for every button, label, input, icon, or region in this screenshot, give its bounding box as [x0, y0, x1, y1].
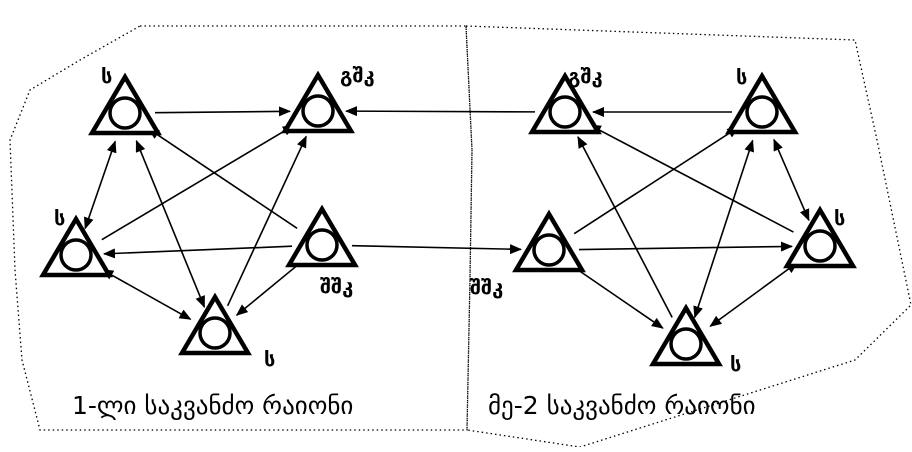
edges-layer [83, 106, 810, 329]
label-d2-gsk: გშკ [568, 64, 603, 88]
node-triangle [725, 71, 799, 135]
node-d2_s_bottom [649, 303, 723, 367]
node-triangle [285, 204, 359, 268]
node-triangle [528, 71, 602, 135]
node-circle [108, 96, 142, 130]
edge-d2_shk-d2_s_right [578, 241, 794, 252]
node-triangle [281, 70, 355, 134]
edge-d2_shk-d2_s_bottom [573, 266, 664, 329]
edge-d2_s_top-d2_s_right [773, 138, 810, 222]
edge-d2_shk-d2_s_top [573, 126, 740, 235]
node-triangle [39, 214, 113, 278]
node-triangle [649, 303, 723, 367]
edge-d2_s_bottom-d2_s_right [709, 261, 799, 327]
node-circle [548, 95, 582, 129]
node-d1_s_left [39, 214, 113, 278]
edge-d2_s_right-d2_gsk [588, 124, 794, 233]
edge-d1_s_top-d1_s_bottom [135, 139, 206, 309]
edge-d2_s_top-d2_s_bottom [693, 139, 754, 319]
node-d1_shk [285, 204, 359, 268]
node-d2_shk [512, 209, 586, 273]
district-2-boundary [465, 25, 912, 448]
edge-d1_shk-d1_s_left [102, 245, 293, 259]
edge-d2_s_bottom-d2_gsk [577, 135, 673, 318]
node-d1_s_bottom [178, 292, 252, 356]
node-circle [59, 238, 93, 272]
node-triangle [783, 205, 857, 269]
edge-d1_s_bottom-d1_gsk [226, 135, 307, 307]
edge-d1_shk-d1_s_bottom [235, 263, 300, 316]
edge-d2_gsk-d1_gsk [344, 106, 536, 117]
node-triangle [88, 72, 162, 136]
node-d2_s_top [725, 71, 799, 135]
label-d2-s-right: ს [834, 206, 845, 230]
caption-district-1: 1-ლი საკვანძო რაიონი [72, 391, 353, 420]
caption-district-2: მე-2 საკვანძო რაიონი [488, 391, 756, 420]
edge-d1_s_top-d1_gsk [154, 106, 292, 117]
edge-d1_s_left-d1_s_bottom [101, 268, 192, 320]
node-d1_gsk [281, 70, 355, 134]
node-triangle [178, 292, 252, 356]
label-d1-gsk: გშკ [340, 63, 375, 87]
edge-d1_s_left-d1_gsk [101, 124, 295, 241]
label-d1-s-bottom: ს [264, 347, 275, 371]
node-triangle [512, 209, 586, 273]
node-circle [803, 229, 837, 263]
label-d1-s-left: ს [54, 206, 65, 230]
node-d2_gsk [528, 71, 602, 135]
label-d1-shk: შშკ [320, 274, 353, 298]
node-circle [305, 228, 339, 262]
edge-d1_shk-d1_s_top [147, 127, 298, 229]
edge-d1_shk-d2_shk [351, 244, 523, 255]
node-circle [669, 327, 703, 361]
node-d2_s_right [783, 205, 857, 269]
node-circle [198, 316, 232, 350]
label-d1-s-top: ს [101, 64, 112, 88]
node-circle [301, 94, 335, 128]
label-d2-shk: შშკ [470, 275, 503, 299]
node-d1_s_top [88, 72, 162, 136]
label-d2-s-top: ს [736, 65, 747, 89]
edge-d1_s_top-d1_s_left [83, 140, 117, 230]
label-d2-s-bottom: ს [730, 352, 741, 376]
nodes-layer [39, 70, 857, 367]
district-1-boundary [9, 25, 473, 431]
node-circle [532, 233, 566, 267]
node-circle [745, 95, 779, 129]
